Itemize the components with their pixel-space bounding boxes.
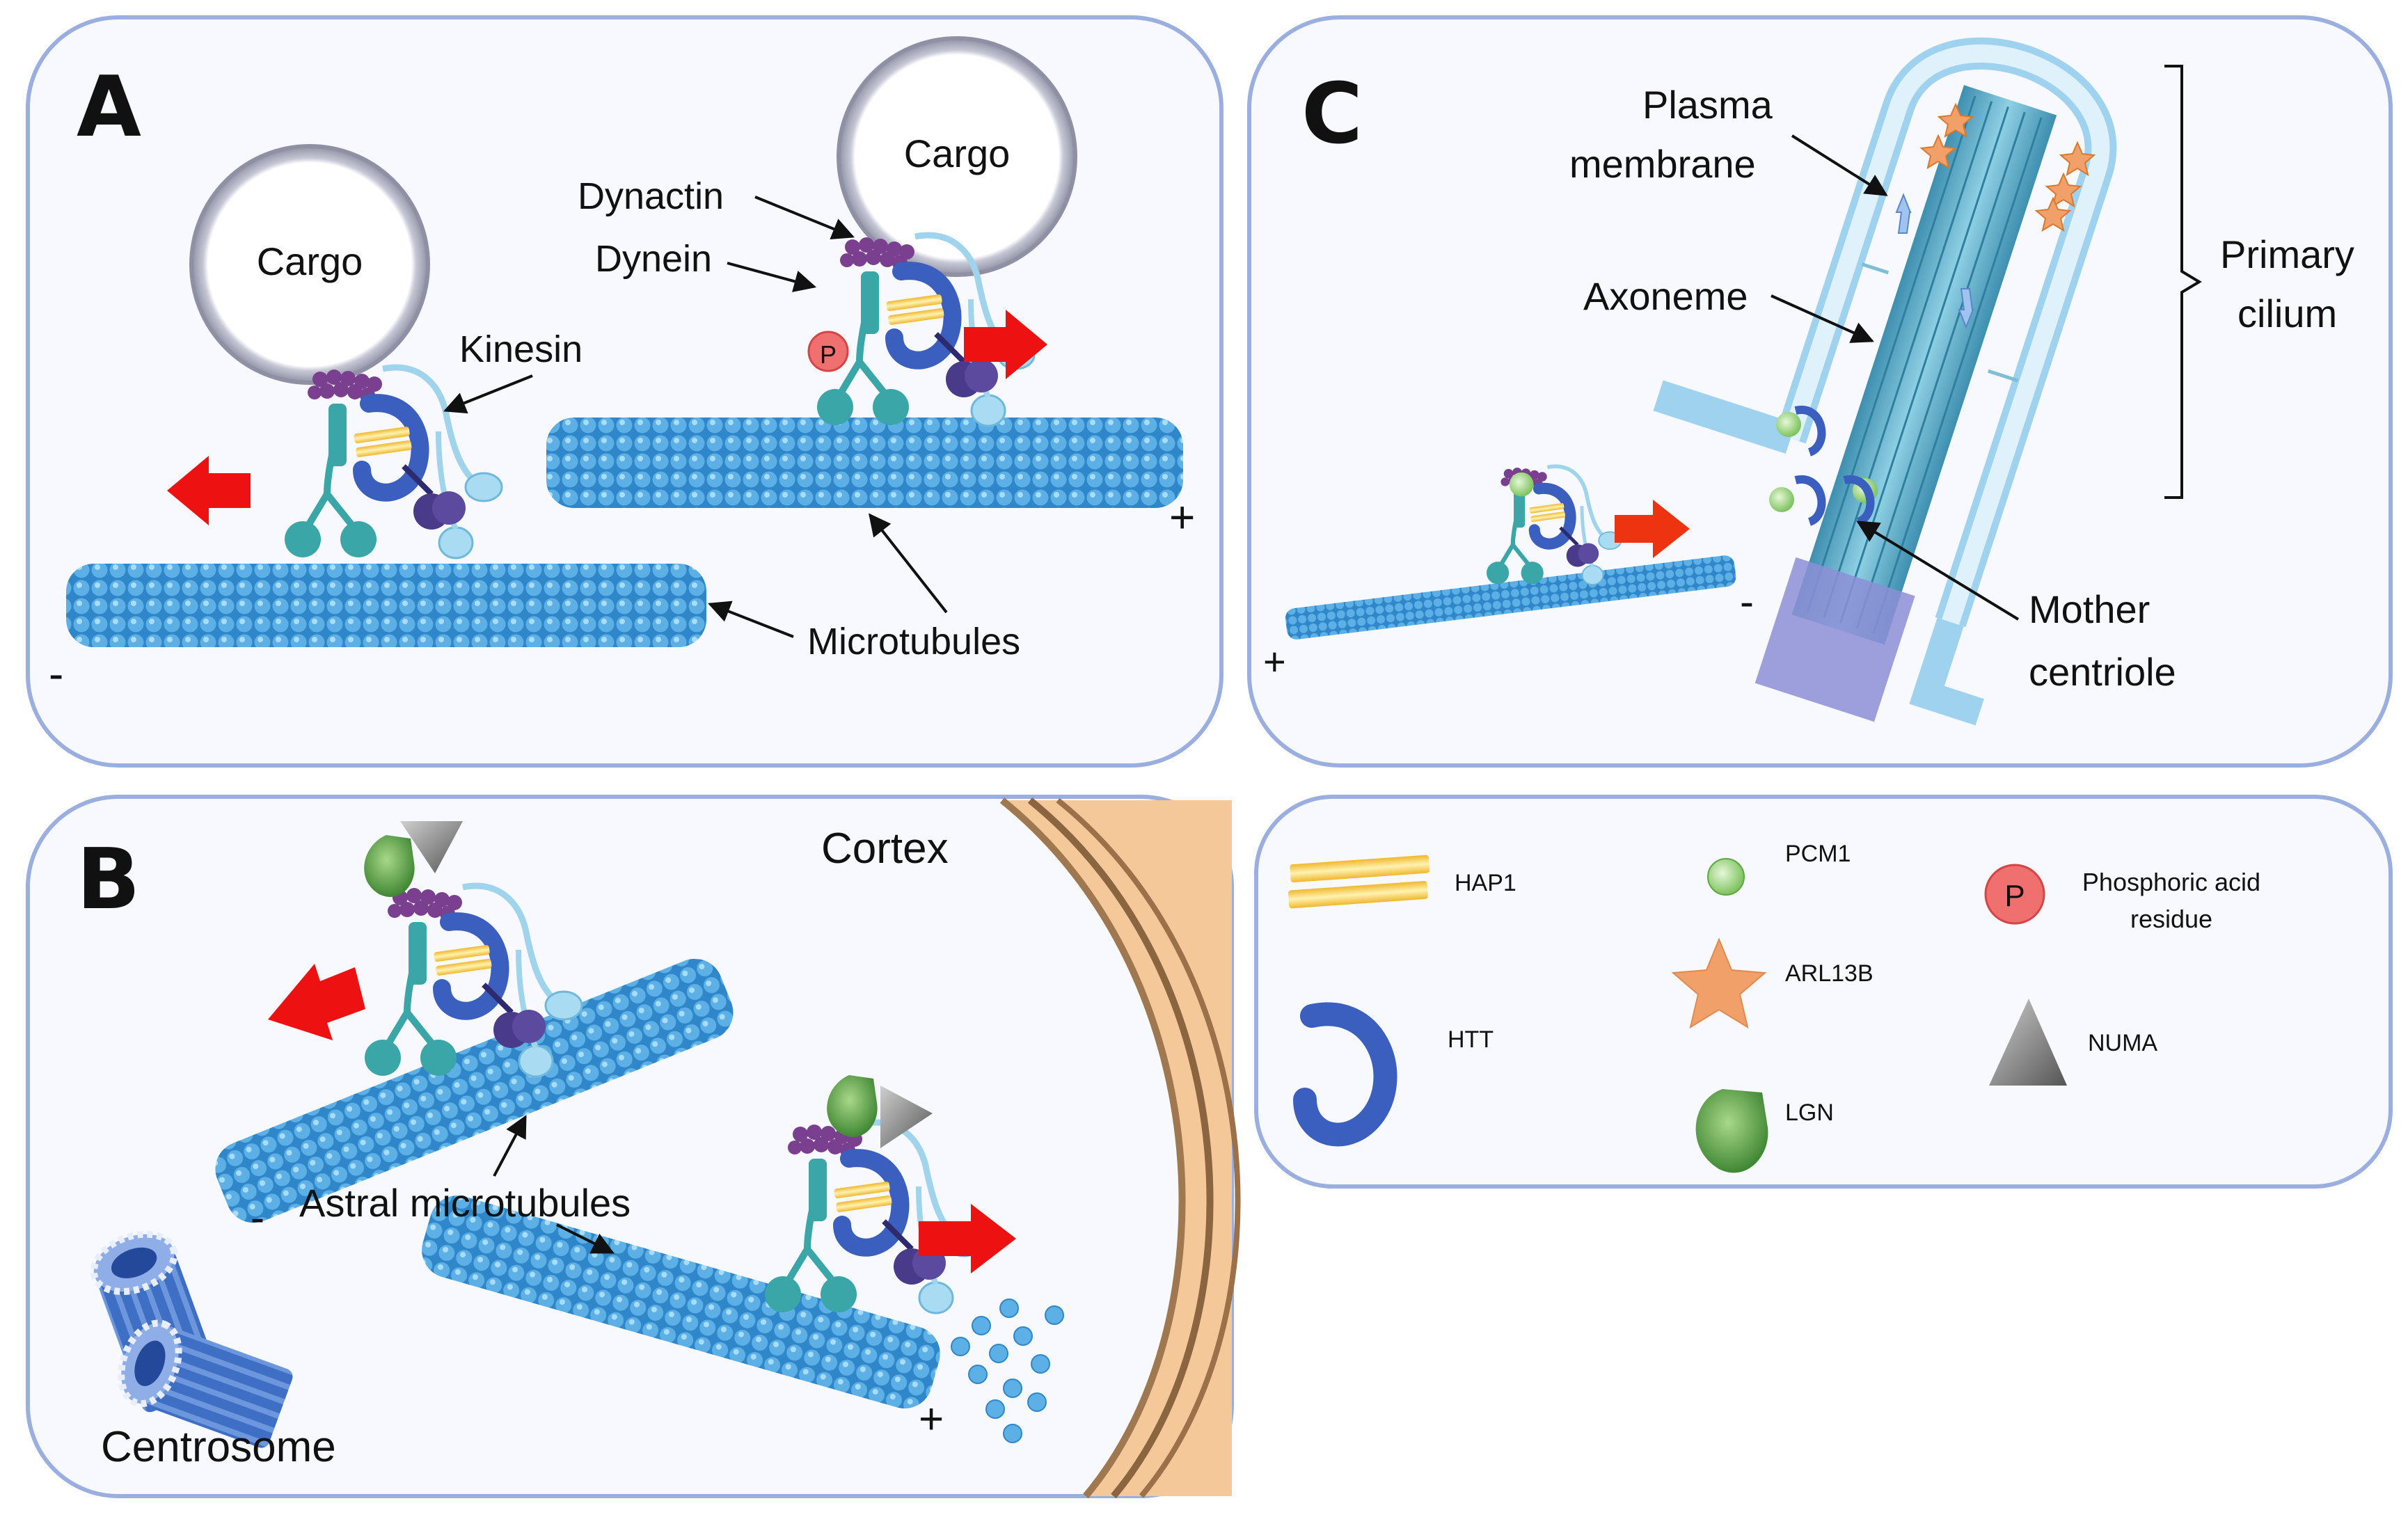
mother-centriole-shape	[1754, 557, 1915, 722]
label-axoneme: Axoneme	[1583, 274, 1748, 318]
pointer-microtubule-lower	[708, 601, 794, 638]
legend-arl13b-swatch	[1671, 937, 1767, 1029]
cargo-left	[189, 144, 430, 385]
label-cortex: Cortex	[821, 825, 949, 873]
transport-arrow-down	[1958, 288, 1974, 329]
legend-phospho-label-2: residue	[2130, 905, 2212, 933]
legend: HAP1 PCM1 P Phosphoric acid residue ARL1…	[1288, 841, 2260, 1173]
arrow-left-red-b	[268, 964, 365, 1040]
label-centriole: centriole	[2029, 650, 2176, 694]
pcm1-centriole-1	[1776, 412, 1801, 437]
panel-a: A Cargo Cargo P Dynactin Dynein Kinesin …	[49, 36, 1195, 699]
legend-pcm1-swatch	[1707, 858, 1745, 896]
pointer-kinesin	[443, 374, 533, 414]
panel-c-letter: C	[1301, 66, 1363, 163]
legend-phospho-swatch	[1984, 864, 2045, 925]
pointer-microtubule-upper	[869, 513, 948, 614]
legend-lgn-label: LGN	[1785, 1099, 1834, 1126]
arrow-right-red-c	[1615, 500, 1690, 558]
astral-microtubule-upper	[215, 958, 734, 1223]
panel-a-letter: A	[77, 59, 141, 156]
cargo-right	[837, 36, 1077, 277]
label-c-minus: -	[1740, 578, 1754, 625]
pcm1-centriole-2	[1769, 487, 1794, 512]
arrow-left-red	[167, 456, 251, 525]
phospho-marker	[807, 331, 849, 372]
pointer-dynactin	[754, 196, 855, 239]
pointer-astral-upper	[493, 1115, 527, 1177]
cortex-membrane-outer	[999, 797, 1186, 1499]
label-membrane: membrane	[1569, 142, 1756, 186]
pointer-plasma-membrane	[1791, 134, 1888, 196]
microtubule-upper	[546, 418, 1183, 508]
label-dynactin: Dynactin	[578, 175, 724, 217]
cortex-membrane-third	[1056, 797, 1241, 1498]
legend-phospho-symbol: P	[2004, 879, 2025, 913]
legend-pcm1-label: PCM1	[1785, 841, 1851, 867]
primary-cilium-bracket	[2164, 65, 2202, 499]
numa-upper	[400, 821, 463, 873]
cargo-left-label: Cargo	[257, 239, 363, 283]
legend-htt-label: HTT	[1448, 1026, 1494, 1053]
phospho-marker-label: P	[820, 340, 837, 369]
label-centrosome: Centrosome	[101, 1423, 336, 1471]
label-dynein: Dynein	[595, 238, 712, 280]
transport-arrow-up	[1895, 193, 1912, 234]
legend-numa-label: NUMA	[2088, 1030, 2157, 1056]
legend-numa-swatch	[1989, 999, 2067, 1086]
tubulin-fragments	[951, 1298, 1064, 1443]
arrow-right-red-b	[919, 1204, 1016, 1273]
label-plasma: Plasma	[1642, 83, 1773, 127]
legend-frame	[1254, 795, 2393, 1189]
label-primary: Primary	[2220, 232, 2354, 276]
pointer-axoneme	[1771, 294, 1874, 343]
arl13b-stars	[1919, 102, 2096, 232]
panel-c: C	[1263, 37, 2354, 726]
microtubule-panel-c	[1285, 555, 1736, 640]
numa-lower	[880, 1086, 933, 1148]
cilium	[1653, 37, 2117, 726]
cortex-region	[1002, 800, 1232, 1496]
label-b-minus: -	[251, 1194, 264, 1241]
panel-b-letter: B	[77, 832, 140, 928]
label-cilium: cilium	[2237, 292, 2337, 335]
label-astral-microtubules: Astral microtubules	[299, 1181, 631, 1225]
astral-microtubule-lower	[422, 1196, 940, 1408]
lgn-lower	[827, 1075, 878, 1137]
legend-arl13b-label: ARL13B	[1785, 960, 1874, 987]
pointer-dynein	[727, 262, 817, 292]
motor-complex-c	[1487, 466, 1621, 585]
microtubule-lower	[66, 564, 706, 647]
arrow-right-red	[964, 310, 1047, 379]
pointer-astral-lower	[556, 1223, 615, 1254]
panel-b: B Cortex	[77, 797, 1241, 1499]
centrosome-shape	[90, 1230, 293, 1448]
cargo-right-label: Cargo	[904, 132, 1011, 175]
label-c-plus: +	[1263, 640, 1286, 683]
label-mother: Mother	[2029, 587, 2150, 631]
lgn-upper	[364, 835, 415, 897]
label-microtubules: Microtubules	[807, 621, 1020, 662]
pointer-mother-centriole	[1856, 521, 2020, 621]
label-a-minus: -	[49, 649, 63, 699]
legend-phospho-label-1: Phosphoric acid	[2082, 868, 2260, 896]
legend-hap1-swatch	[1288, 855, 1430, 909]
label-kinesin: Kinesin	[459, 328, 583, 370]
label-b-plus: +	[919, 1395, 944, 1443]
legend-hap1-label: HAP1	[1455, 870, 1516, 896]
cortex-membrane-inner	[1027, 797, 1214, 1499]
legend-lgn-swatch	[1695, 1089, 1768, 1173]
label-a-plus: +	[1169, 492, 1195, 542]
